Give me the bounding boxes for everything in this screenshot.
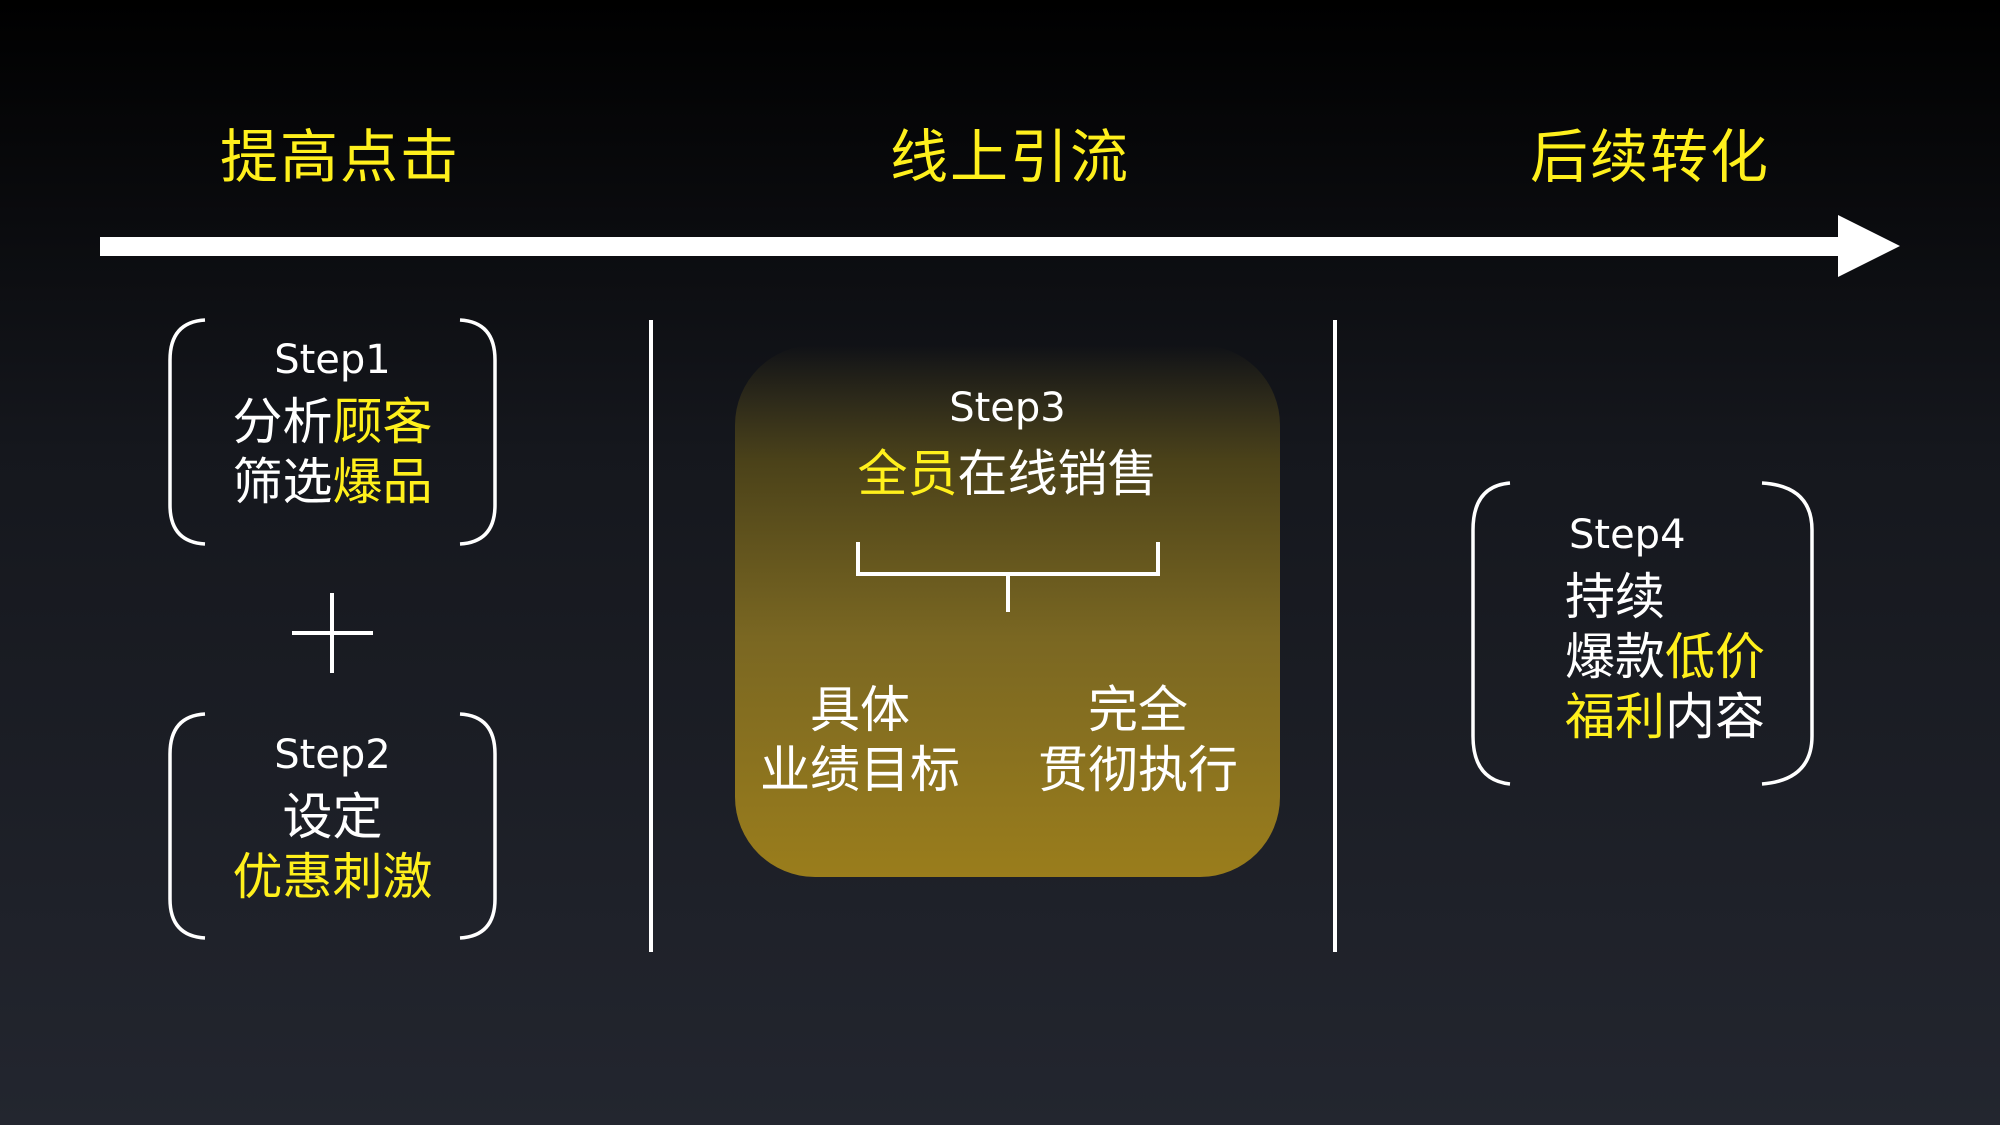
step2-group: Step2 设定 优惠刺激 [170,735,495,907]
divider-right [1333,320,1337,952]
phase-title-conversion: 后续转化 [1529,123,1770,191]
plus-icon [292,593,373,673]
step1-line1-white: 分析 [232,393,333,451]
step3-right-line1: 完全 [1088,681,1188,739]
step3-right-text: 完全 贯彻执行 [1018,680,1258,800]
step1-line1-yellow: 顾客 [332,393,433,451]
step1-line2: 筛选爆品 [170,452,495,512]
step1-line2-white: 筛选 [232,453,333,511]
step1-label: Step1 [274,337,391,383]
step4-line2-white: 爆款 [1565,628,1665,686]
step1-line1: 分析顾客 [170,392,495,452]
step4-line2: 爆款低价 [1565,627,1825,687]
timeline-arrow [100,215,1900,277]
step3-left-line1: 具体 [810,681,910,739]
step2-line2: 优惠刺激 [232,848,433,906]
step1-group: Step1 分析顾客 筛选爆品 [170,340,495,512]
step4-line2-yellow: 低价 [1665,628,1765,686]
step2-line1: 设定 [282,788,383,846]
step4-label: Step4 [1569,512,1686,558]
step4-line3-yellow: 福利 [1565,688,1665,746]
step4-line3-white: 内容 [1665,688,1765,746]
step3-left-text: 具体 业绩目标 [740,680,980,800]
step3-label: Step3 [949,385,1066,431]
phase-title-click: 提高点击 [219,123,460,191]
step3-header: Step3 全员在线销售 [735,388,1280,504]
step4-brackets [1471,481,1814,786]
step2-brackets [168,712,497,940]
step1-line2-yellow: 爆品 [332,453,433,511]
step1-brackets [168,318,497,546]
step4-line1: 持续 [1565,568,1665,626]
step4-group: Step4 持续 爆款低价 福利内容 [1565,515,1825,747]
step2-label: Step2 [274,732,391,778]
step3-title: 全员在线销售 [735,444,1280,504]
phase-title-traffic: 线上引流 [889,123,1130,191]
step3-left-line2: 业绩目标 [760,741,960,799]
divider-left [649,320,653,952]
step3-title-white: 在线销售 [957,445,1158,503]
step4-line3: 福利内容 [1565,687,1825,747]
step3-title-yellow: 全员 [857,445,958,503]
step3-right-line2: 贯彻执行 [1038,741,1238,799]
